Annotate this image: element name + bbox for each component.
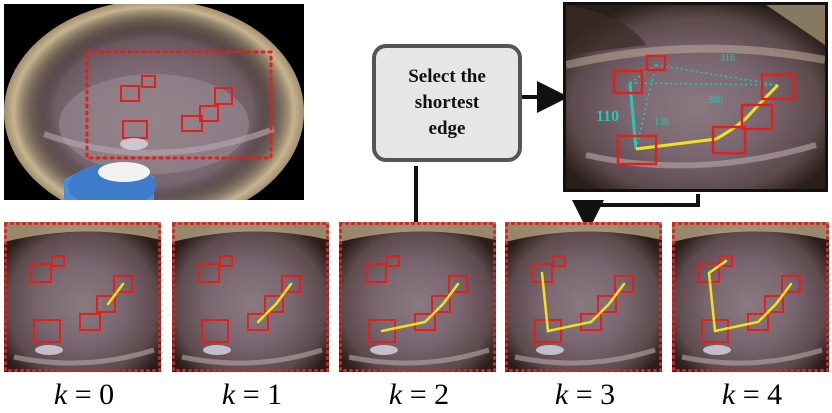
lesion-box <box>719 255 733 267</box>
lesion-box <box>247 313 269 331</box>
step-label-k0: k = 0 <box>53 378 115 411</box>
lesion-box <box>431 295 451 313</box>
step-label-k2: k = 2 <box>388 378 450 411</box>
panel-dotted-border <box>172 222 329 372</box>
lesion-box <box>747 313 769 331</box>
lesion-box <box>96 295 116 313</box>
arrow-to-sequence <box>572 194 700 232</box>
endoscopy-source-image <box>4 4 304 200</box>
lesion-box <box>448 275 468 293</box>
shortest-path <box>707 259 793 333</box>
lesion-box <box>580 313 602 331</box>
panel-dotted-border <box>339 222 496 372</box>
step-label-k3: k = 3 <box>554 378 616 411</box>
iteration-panel-k0 <box>4 222 161 372</box>
iteration-panel-k1 <box>172 222 329 372</box>
step-text-line-3: edge <box>428 118 466 139</box>
distance-graph-view: 110 138 316 380 <box>563 2 828 192</box>
lesion-box <box>781 275 801 293</box>
distance-label-380: 380 <box>708 95 723 106</box>
lesion-box <box>614 275 634 293</box>
distance-label-316: 316 <box>720 53 735 64</box>
distance-label-138: 138 <box>654 117 669 128</box>
distance-label-110: 110 <box>596 108 619 125</box>
panel-dotted-border <box>672 222 829 372</box>
lesion-box <box>552 255 566 267</box>
panel-dotted-border <box>4 222 161 372</box>
lesion-box <box>597 295 617 313</box>
lesion-box <box>51 255 65 267</box>
shortest-path <box>106 282 125 306</box>
lesion-box <box>764 295 784 313</box>
iteration-panel-k4 <box>672 222 829 372</box>
lesion-box <box>414 313 436 331</box>
step-label-k1: k = 1 <box>221 378 283 411</box>
lesion-box <box>30 263 52 283</box>
iteration-panel-k2 <box>339 222 496 372</box>
lesion-box <box>365 263 387 283</box>
panel-dotted-border <box>505 222 662 372</box>
lesion-box <box>79 313 101 331</box>
lesion-box <box>386 255 400 267</box>
lesion-box <box>281 275 301 293</box>
lesion-box <box>198 263 220 283</box>
step-label-k4: k = 4 <box>721 378 783 411</box>
lesion-box <box>201 319 229 343</box>
select-shortest-edge-step: Select the shortest edge <box>372 44 522 162</box>
shortest-path <box>256 282 293 324</box>
lesion-box <box>113 275 133 293</box>
step-text-line-1: Select the <box>408 66 486 87</box>
step-text-line-2: shortest <box>414 92 480 113</box>
iteration-panel-k3 <box>505 222 662 372</box>
lesion-box <box>368 319 396 343</box>
lesion-box <box>219 255 233 267</box>
lesion-box <box>33 319 61 343</box>
shortest-path <box>380 282 460 333</box>
shortest-path <box>540 271 626 333</box>
lesion-box <box>264 295 284 313</box>
